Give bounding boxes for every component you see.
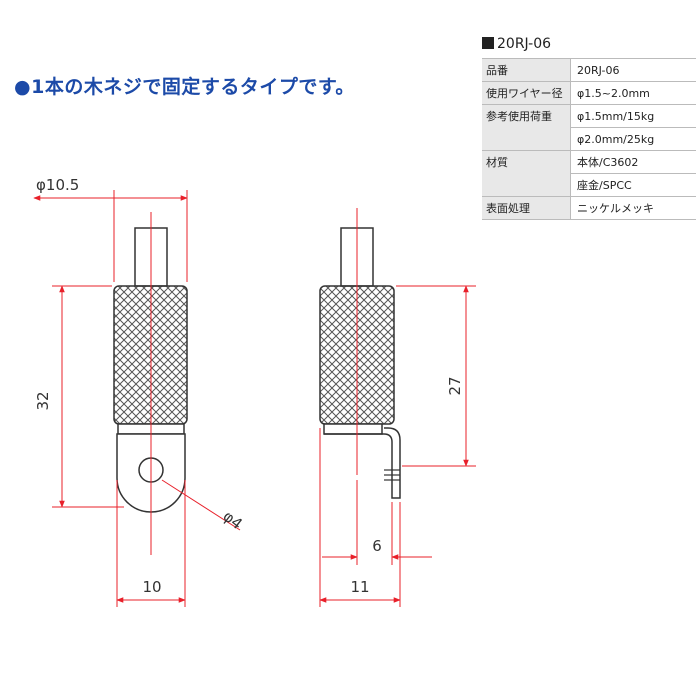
spec-value: ニッケルメッキ	[570, 196, 696, 220]
side-view	[319, 208, 401, 499]
spec-key: 表面処理	[482, 196, 571, 220]
side-base	[323, 423, 383, 435]
spec-row: 参考使用荷重 φ1.5mm/15kg	[482, 104, 696, 151]
square-bullet-icon	[482, 37, 494, 49]
spec-table: 品番 20RJ-06 使用ワイヤー径 φ1.5~2.0mm 参考使用荷重 φ1.…	[482, 58, 696, 220]
spec-row: 座金/SPCC	[482, 173, 696, 197]
spec-value: φ1.5~2.0mm	[570, 81, 696, 105]
spec-row: 品番 20RJ-06	[482, 58, 696, 82]
spec-row: 表面処理 ニッケルメッキ	[482, 196, 696, 220]
spec-title-text: 20RJ-06	[497, 36, 552, 52]
spec-key: 参考使用荷重	[482, 104, 571, 151]
dim-diameter-top: φ10.5	[36, 176, 79, 194]
dim-line-hole	[161, 479, 241, 531]
headline-text: 1本の木ネジで固定するタイプです。	[31, 76, 355, 98]
spec-key: 品番	[482, 58, 571, 82]
dim-height-right: 27	[446, 376, 464, 395]
spec-value: 20RJ-06	[570, 58, 696, 82]
dim-hole-diameter: φ4	[220, 507, 246, 533]
front-view	[113, 212, 188, 555]
side-bracket	[324, 427, 401, 499]
spec-title: 20RJ-06	[482, 36, 551, 52]
spec-key: 材質	[482, 150, 571, 197]
side-dimensions: 27 6 11	[319, 285, 476, 607]
bullet-icon: ●	[14, 76, 32, 98]
dim-width-right: 11	[350, 578, 369, 596]
spec-value: 座金/SPCC	[570, 173, 696, 197]
dim-height-left: 32	[34, 391, 52, 410]
spec-row: 材質 本体/C3602	[482, 150, 696, 197]
dim-offset-right: 6	[372, 537, 382, 555]
headline: ●1本の木ネジで固定するタイプです。	[14, 72, 355, 99]
dim-width-left: 10	[142, 578, 161, 596]
